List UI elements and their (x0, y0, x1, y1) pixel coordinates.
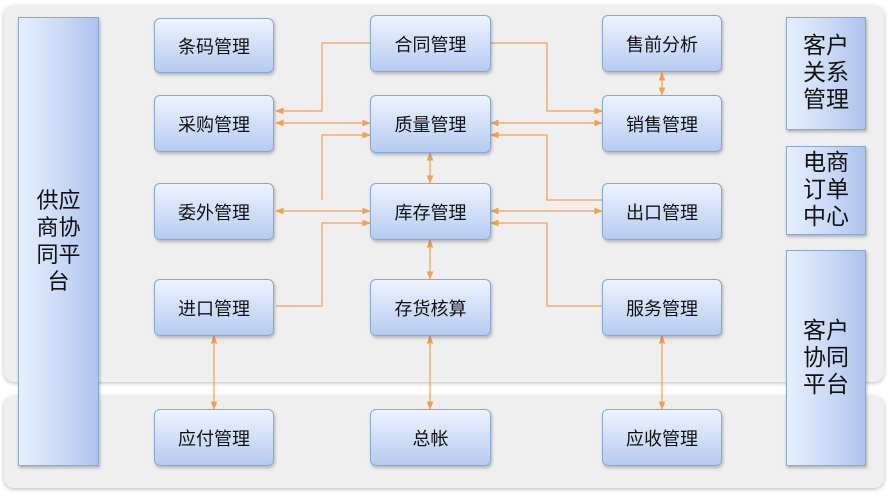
import-management-box[interactable]: 进口管理 (154, 279, 274, 336)
import-label: 进口管理 (178, 298, 250, 320)
presales-analysis-box[interactable]: 售前分析 (602, 15, 722, 72)
outsource-label: 委外管理 (178, 202, 250, 224)
sales-label: 销售管理 (626, 114, 698, 136)
connector-outsource-quality (321, 131, 371, 200)
export-label: 出口管理 (626, 202, 698, 224)
purchase-management-box[interactable]: 采购管理 (154, 95, 274, 152)
connector-export-quality (490, 131, 602, 201)
payable-management-box[interactable]: 应付管理 (154, 409, 274, 466)
sales-management-box[interactable]: 销售管理 (602, 95, 722, 152)
export-management-box[interactable]: 出口管理 (602, 183, 722, 240)
barcode-label: 条码管理 (178, 36, 250, 58)
ledger-label: 总帐 (412, 428, 449, 450)
quality-management-box[interactable]: 质量管理 (370, 95, 491, 153)
payable-label: 应付管理 (178, 428, 250, 450)
ecommerce-label: 电商 订单 中心 (803, 150, 849, 230)
contract-management-box[interactable]: 合同管理 (370, 15, 491, 72)
general-ledger-box[interactable]: 总帐 (370, 409, 491, 466)
receivable-label: 应收管理 (626, 428, 698, 450)
inventory-label: 库存管理 (394, 202, 467, 224)
receivable-management-box[interactable]: 应收管理 (602, 409, 722, 466)
presales-label: 售前分析 (626, 34, 698, 56)
customer-platform-label: 客户 协同 平台 (803, 317, 849, 398)
inventory-management-box[interactable]: 库存管理 (370, 183, 491, 240)
service-label: 服务管理 (626, 298, 698, 320)
supplier-platform-label: 供应 商协 同平 台 (36, 188, 81, 295)
purchase-label: 采购管理 (178, 114, 250, 136)
outsource-management-box[interactable]: 委外管理 (154, 183, 274, 240)
ecommerce-order-center[interactable]: 电商 订单 中心 (786, 146, 866, 235)
contract-label: 合同管理 (394, 34, 467, 56)
connector-contract-purchase (275, 42, 370, 115)
crm-label: 客户 关系 管理 (803, 33, 849, 113)
quality-label: 质量管理 (394, 115, 467, 136)
crm-platform[interactable]: 客户 关系 管理 (786, 17, 866, 130)
supplier-collaboration-platform[interactable]: 供应 商协 同平 台 (18, 17, 99, 466)
stock-accounting-box[interactable]: 存货核算 (370, 279, 491, 336)
barcode-management-box[interactable]: 条码管理 (154, 18, 274, 73)
service-management-box[interactable]: 服务管理 (602, 279, 722, 336)
connector-import-inventory (276, 219, 371, 307)
stock-accounting-label: 存货核算 (394, 298, 467, 320)
customer-collaboration-platform[interactable]: 客户 协同 平台 (786, 250, 866, 466)
connector-service-inventory (490, 219, 602, 307)
connector-contract-sales (491, 42, 603, 115)
